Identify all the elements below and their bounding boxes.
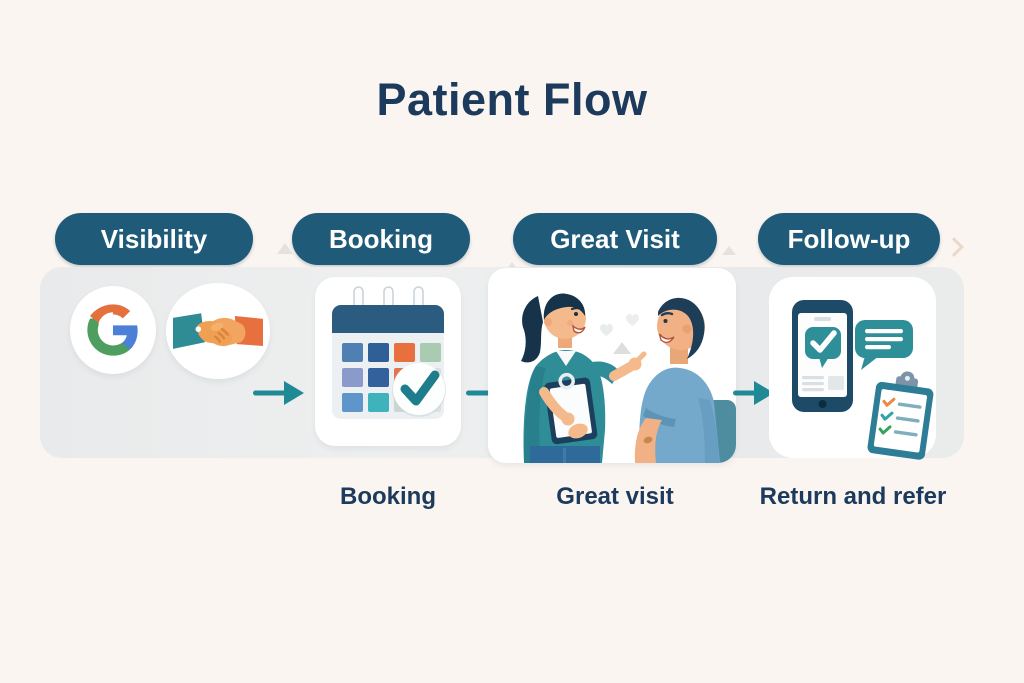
- stage-pill-follow-up: Follow-up: [758, 213, 940, 265]
- google-logo-badge: [70, 286, 156, 374]
- checklist-clipboard-icon: [867, 371, 934, 460]
- stage-pill-visibility: Visibility: [55, 213, 253, 265]
- triangle-decor: [277, 243, 293, 254]
- flow-arrow-icon: [731, 375, 775, 416]
- page-title: Patient Flow: [376, 74, 648, 125]
- flow-arrow-icon: [251, 375, 307, 416]
- nurse-figure: [521, 293, 647, 463]
- stage-pill-booking: Booking: [292, 213, 470, 265]
- caption-return-and-refer: Return and refer: [759, 483, 947, 510]
- chevron-decor: [944, 237, 964, 257]
- caption-booking: Booking: [340, 483, 436, 510]
- stage-pill-great-visit: Great Visit: [513, 213, 717, 265]
- phone-message-check-icon: [792, 300, 853, 412]
- google-logo: [87, 304, 138, 356]
- great-visit-panel: [488, 268, 736, 463]
- chat-bubble-icon: [855, 320, 913, 370]
- hearts-decor: [600, 314, 639, 354]
- patient-figure: [634, 297, 720, 463]
- nurse-patient-illustration: [521, 293, 736, 463]
- caption-great-visit: Great visit: [556, 483, 674, 510]
- calendar-check-icon: [332, 286, 446, 419]
- follow-up-card: [769, 277, 936, 460]
- booking-card: [315, 277, 461, 446]
- triangle-decor: [506, 262, 518, 270]
- handshake-badge: [166, 283, 270, 379]
- handshake-icon: [173, 313, 263, 349]
- triangle-decor: [722, 246, 736, 255]
